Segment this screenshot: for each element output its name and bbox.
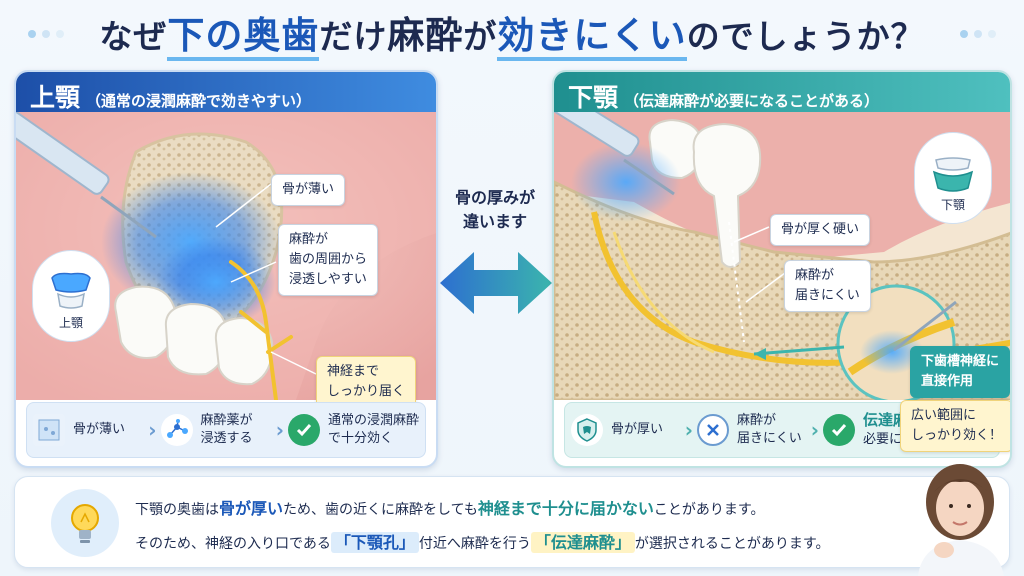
lower-step-2: 麻酔が届きにくい [697,412,807,448]
page-title: なぜ下の奥歯だけ麻酔が効きにくいのでしょうか？ [99,5,925,61]
lower-panel-header: 下顎 （伝達麻酔が必要になることがある） [554,72,1010,112]
callout-thin-bone: 骨が薄い [271,174,346,206]
x-icon [697,414,729,446]
double-arrow-icon [438,248,554,318]
callout-direct-nerve: 下歯槽神経に 直接作用 [910,346,1010,398]
summary-box: 下顎の奥歯は骨が厚いため、歯の近くに麻酔をしても神経まで十分に届かないことがあり… [14,476,1010,568]
title-part: だけ [319,17,388,56]
callout-thick-bone: 骨が厚く硬い [770,214,871,246]
lower-jaw-panel: 下顎 （伝達麻酔が必要になることがある） [552,70,1012,468]
upper-step-3-text: 通常の浸潤麻酔で十分効く [328,413,420,446]
upper-illustration: 骨が薄い 麻酔が 歯の周囲から 浸透しやすい 神経まで しっかり届く 上顎 [16,110,436,408]
jaw-icon [51,272,91,309]
chevron-right-icon: › [275,418,284,442]
chevron-right-icon: › [148,418,157,442]
summary-line-2: そのため、神経の入り口である「下顎孔」付近へ麻酔を行う「伝達麻酔」が選択されるこ… [135,532,830,553]
check-icon [288,414,320,446]
title-part: なぜ [99,17,168,56]
title-bar: なぜ下の奥歯だけ麻酔が効きにくいのでしょうか？ [0,0,1024,64]
title-part: のでしょうか？ [686,17,925,56]
callout-hard-to-reach: 麻酔が 届きにくい [784,260,871,312]
upper-subheading: （通常の浸潤麻酔で効きやすい） [86,92,312,110]
decor-dots-left [28,30,64,38]
lower-step-2-text: 麻酔が届きにくい [737,413,802,446]
middle-message: 骨の厚みが 違います [454,188,535,231]
lower-step-1-text: 骨が厚い [611,422,664,437]
summary-line-1: 下顎の奥歯は骨が厚いため、歯の近くに麻酔をしても神経まで十分に届かないことがあり… [135,499,765,518]
lower-step-1: 骨が厚い [571,414,681,446]
lower-subheading: （伝達麻酔が必要になることがある） [624,92,880,110]
lower-heading: 下顎 [568,83,619,112]
molecule-icon [160,414,193,446]
thinking-woman-image [898,452,1024,576]
title-part: 麻酔 [387,14,464,57]
upper-jaw-illustration [16,110,436,402]
callout-spread: 麻酔が 歯の周囲から 浸透しやすい [278,224,379,296]
title-highlight: 下の奥歯 [167,14,320,61]
upper-step-1: 骨が薄い [33,414,144,446]
callout-reaches-nerve: 神経まで しっかり届く [316,356,417,408]
decor-dots-right [960,30,996,38]
upper-jaw-badge: 上顎 [32,250,110,342]
callout-wide-range: 広い範囲に しっかり効く！ [900,400,1010,452]
lower-illustration: 骨が厚く硬い 麻酔が 届きにくい 下歯槽神経に 直接作用 広い範囲に しっかり効… [554,77,1010,452]
bone-thin-icon [33,414,65,446]
jaw-icon [932,157,974,192]
upper-jaw-panel: 上顎 （通常の浸潤麻酔で効きやすい） [14,70,438,468]
lightbulb-icon [51,489,119,557]
title-highlight: 効きにくい [497,14,687,61]
upper-step-3: 通常の浸潤麻酔で十分効く [288,412,419,448]
upper-panel-header: 上顎 （通常の浸潤麻酔で効きやすい） [16,72,436,112]
title-part: が [463,17,498,56]
syringe-icon [16,110,157,239]
upper-step-2: 麻酔薬が浸透する [160,412,272,448]
shield-tooth-icon [571,414,603,446]
upper-steps: 骨が薄い › 麻酔薬が浸透する › 通常の浸潤麻酔で十分効く [26,402,426,458]
chevron-right-icon: › [684,418,693,442]
upper-heading: 上顎 [30,83,81,112]
upper-step-2-text: 麻酔薬が浸透する [200,413,253,446]
check-icon [823,414,855,446]
lower-jaw-badge: 下顎 [914,132,992,224]
upper-step-1-text: 骨が薄い [73,422,126,437]
chevron-right-icon: › [810,418,819,442]
